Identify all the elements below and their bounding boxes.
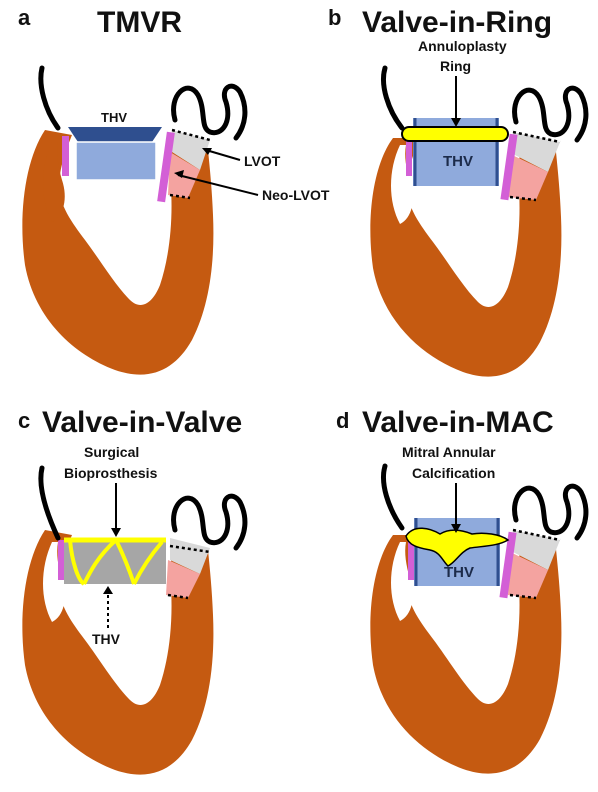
lvot-label: LVOT [244, 153, 281, 169]
thv-label: THV [443, 153, 473, 170]
anterior-annulus [408, 540, 414, 580]
thv-body [76, 142, 156, 180]
neo-lvot-label: Neo-LVOT [262, 187, 330, 203]
annuloplasty-ring [402, 127, 508, 141]
aortic-root [515, 88, 586, 140]
left-atrial-wall [384, 466, 402, 528]
device-label-line1: Annuloplasty [418, 38, 507, 54]
device-label-line1: Surgical [84, 444, 139, 460]
device-label-line2: Bioprosthesis [64, 465, 158, 481]
left-atrial-wall [41, 68, 58, 128]
left-atrial-wall [41, 468, 58, 538]
anterior-annulus [58, 540, 64, 580]
panel-letter: c [18, 408, 30, 433]
panel-letter: d [336, 408, 349, 433]
aortic-root [174, 86, 245, 138]
aortic-root [174, 496, 245, 548]
thv-top [68, 127, 162, 142]
panel-c: c Valve-in-Valve Surgical Bioprosthesis … [18, 406, 245, 775]
panel-title: Valve-in-MAC [362, 406, 554, 439]
thv-label: THV [101, 110, 127, 125]
thv-arrowhead [103, 586, 113, 594]
panel-a: a TMVR THV LVOT Neo-LVOT [18, 5, 330, 375]
panel-b: b Valve-in-Ring THV Annuloplasty Ring [328, 5, 586, 377]
panel-d: d Valve-in-MAC THV Mitral Annular Calcif… [336, 406, 586, 774]
aortic-root [515, 486, 586, 538]
panel-letter: a [18, 5, 31, 30]
bioprosthesis-arrowhead [111, 528, 121, 537]
panel-title: TMVR [97, 6, 182, 39]
left-atrial-wall [384, 68, 402, 128]
lvot-arrow [206, 150, 240, 160]
thv-label: THV [92, 631, 121, 647]
device-label-line2: Ring [440, 58, 471, 74]
device-label-line2: Calcification [412, 465, 495, 481]
anterior-annulus [62, 136, 69, 176]
panel-letter: b [328, 5, 341, 30]
panel-title: Valve-in-Valve [42, 406, 242, 439]
device-label-line1: Mitral Annular [402, 444, 496, 460]
panel-title: Valve-in-Ring [362, 6, 552, 39]
